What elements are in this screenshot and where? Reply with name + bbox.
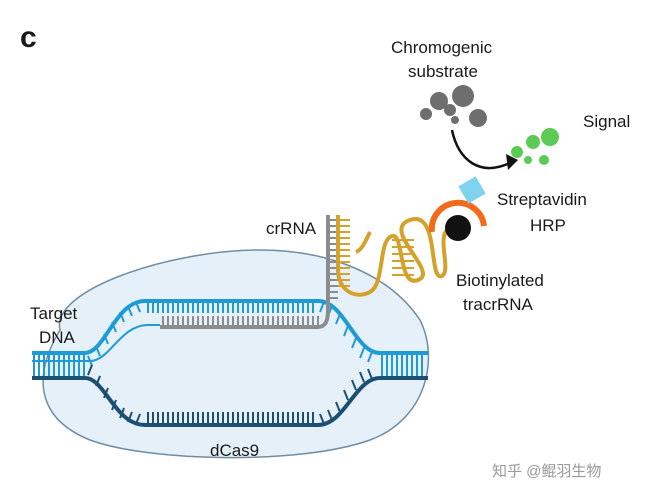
dna-rung: [359, 371, 365, 383]
signal-dot: [526, 135, 540, 149]
crrna-label: crRNA: [266, 219, 317, 238]
reaction-arrowhead: [506, 154, 518, 170]
signal-dot: [539, 155, 549, 165]
reaction-arrow: [450, 129, 513, 170]
chromogenic-substrate-dots: [420, 85, 487, 127]
streptavidin-hrp-square: [458, 176, 486, 204]
chromogenic-substrate-label-2: substrate: [408, 62, 478, 81]
dna-rung: [87, 364, 93, 376]
dna-rung: [335, 401, 341, 413]
watermark: 知乎 @鲲羽生物: [492, 463, 601, 480]
dna-inner-strand: [32, 324, 160, 362]
dna-rung: [351, 379, 357, 391]
chromogenic-substrate-label-1: Chromogenic: [391, 38, 493, 57]
signal-dot: [524, 156, 532, 164]
streptavidin-label-2: HRP: [530, 216, 566, 235]
substrate-dot: [444, 104, 456, 116]
panel-letter: c: [20, 21, 37, 54]
signal-dot: [541, 128, 559, 146]
substrate-dot: [430, 92, 448, 110]
dna-rung: [343, 325, 349, 337]
substrate-dot: [469, 109, 487, 127]
dna-rung: [367, 351, 373, 363]
dna-rung: [367, 368, 373, 380]
biotin-ball: [445, 215, 471, 241]
streptavidin-label-1: Streptavidin: [497, 190, 587, 209]
signal-dot: [511, 146, 523, 158]
dna-rung: [351, 337, 357, 349]
signal-dots: [511, 128, 559, 165]
substrate-dot: [452, 85, 474, 107]
target-dna-label-1: Target: [30, 304, 78, 323]
dna-rung: [327, 409, 333, 421]
signal-label: Signal: [583, 112, 630, 131]
dna-bottom-strand: [32, 376, 428, 427]
target-dna-label-2: DNA: [39, 328, 76, 347]
target-dna: [32, 299, 428, 427]
substrate-dot: [420, 108, 432, 120]
tracrrna-strand: [336, 215, 452, 297]
biotinylated-label-2: tracrRNA: [463, 295, 534, 314]
dna-rung: [343, 389, 349, 401]
dna-top-strand: [32, 299, 428, 355]
biotinylated-label-1: Biotinylated: [456, 271, 544, 290]
crrna-strand: [160, 215, 338, 329]
substrate-dot: [451, 116, 459, 124]
biotin-arc: [428, 199, 487, 233]
dcas9-label: dCas9: [210, 441, 259, 460]
dna-rung: [359, 347, 365, 359]
